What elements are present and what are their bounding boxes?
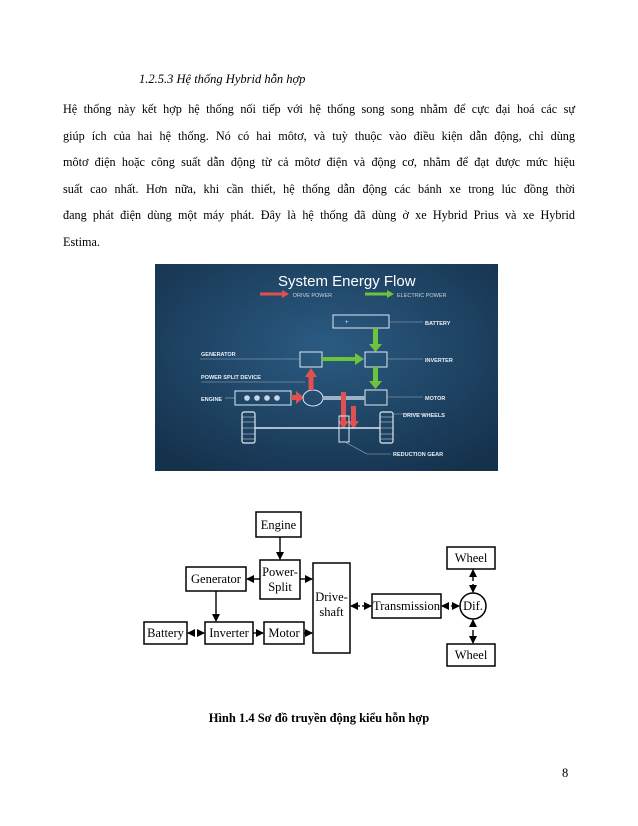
driveshaft-box [312, 562, 351, 654]
paragraph-line: đang phát điện dùng một máy phát. Đây là… [63, 208, 575, 223]
left-wheel [241, 411, 256, 444]
battery-block [332, 314, 390, 329]
legend-drive-power: DRIVE POWER [293, 293, 332, 299]
label-motor: MOTOR [425, 396, 445, 402]
drive-power-down-arrow [338, 421, 349, 429]
system-energy-flow-figure: System Energy Flow DRIVE POWER ELECTRIC … [155, 264, 498, 471]
engine-box [255, 511, 302, 538]
paragraph-line: Estima. [63, 234, 100, 249]
figure-title: System Energy Flow [278, 273, 416, 290]
power-split-to-generator-arrow [305, 368, 317, 377]
section-heading: 1.2.5.3 Hệ thống Hybrid hỗn hợp [139, 72, 306, 86]
motor-drive-power-arrow [348, 421, 359, 429]
paragraph-line: suất cao nhất. Hơn nữa, khi cần thiết, h… [63, 181, 575, 196]
paragraph-line: môtơ điện hoặc công suất dẫn động từ cả … [63, 155, 575, 170]
wheel-bottom-label: Wheel [455, 648, 488, 662]
power-split-box [259, 559, 301, 600]
reduction-gear [338, 415, 350, 443]
generator-to-inverter-arrow [355, 353, 364, 365]
engine-label: Engine [261, 518, 297, 532]
body-paragraph: Hệ thống này kết hợp hệ thống nối tiếp v… [63, 96, 575, 256]
figure-background [155, 264, 498, 471]
page-number: 8 [562, 766, 569, 780]
battery-to-inverter-arrow [369, 344, 382, 352]
transmission-label: Transmission [373, 599, 441, 613]
electric-power-legend-arrowhead [387, 290, 394, 298]
driveshaft-label-2: shaft [319, 605, 344, 619]
label-inverter: INVERTER [425, 358, 453, 364]
battery-label: Battery [147, 626, 185, 640]
driveshaft-label-1: Drive- [315, 590, 348, 604]
label-drive-wheels: DRIVE WHEELS [403, 413, 445, 419]
wheel-bottom-box [446, 643, 496, 667]
battery-terminal-icon: + [345, 320, 349, 326]
engine-cylinder-icon [274, 395, 280, 401]
engine-cylinder-icon [264, 395, 270, 401]
label-generator: GENERATOR [201, 352, 236, 358]
engine-cylinder-icon [254, 395, 260, 401]
label-reduction-gear: REDUCTION GEAR [393, 452, 443, 458]
motor-label: Motor [268, 626, 300, 640]
legend: DRIVE POWER ELECTRIC POWER [260, 290, 447, 299]
power-split-label-1: Power- [262, 565, 298, 579]
power-split-label-2: Split [268, 580, 292, 594]
engine-cylinder-icon [244, 395, 250, 401]
inverter-to-motor-arrow [369, 381, 382, 389]
label-power-split-device: POWER SPLIT DEVICE [201, 375, 261, 381]
figure-caption: Hình 1.4 Sơ đồ truyền động kiểu hỗn hợp [208, 711, 430, 725]
dif-label: Dif. [463, 599, 483, 613]
legend-electric-power: ELECTRIC POWER [397, 293, 447, 299]
inverter-label: Inverter [209, 626, 249, 640]
generator-label: Generator [191, 572, 242, 586]
wheel-top-label: Wheel [455, 551, 488, 565]
drive-power-legend-arrowhead [282, 290, 289, 298]
engine-to-power-split-arrow [296, 391, 304, 404]
paragraph-line: Hệ thống này kết hợp hệ thống nối tiếp v… [63, 102, 575, 116]
label-battery: BATTERY [425, 321, 451, 327]
right-wheel [379, 411, 394, 444]
label-engine: ENGINE [201, 397, 222, 403]
paragraph-line: giúp ích của hai hệ thống. Nó có hai môt… [63, 128, 575, 143]
hybrid-block-diagram: Engine Power- Split Generator Drive- sha… [143, 511, 496, 667]
